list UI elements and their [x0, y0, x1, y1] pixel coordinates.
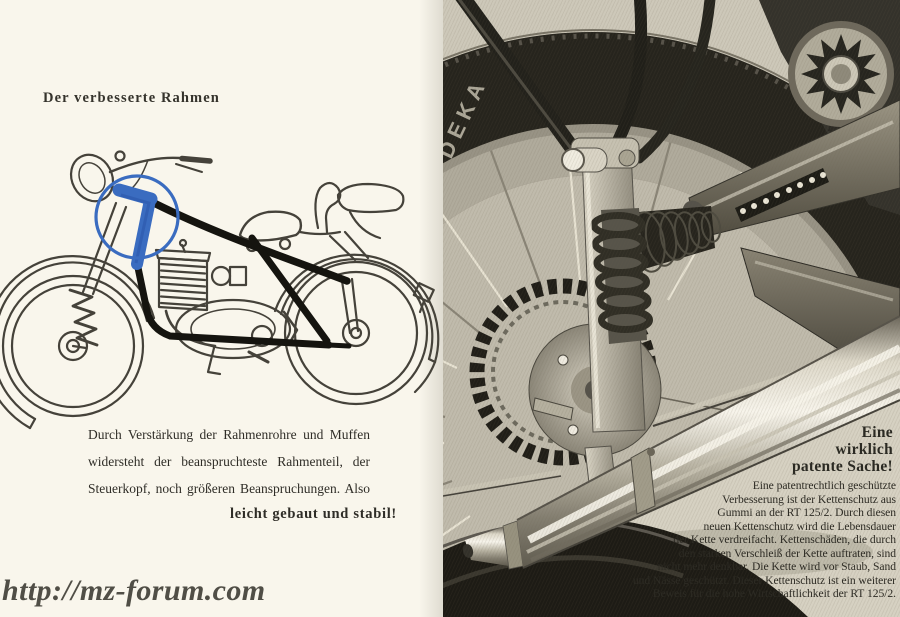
horn	[788, 21, 894, 144]
heading-line: patente Sache!	[791, 458, 893, 475]
highlight-circle	[94, 174, 180, 260]
paragraph-line: Durch Verstärkung der Rahmenrohre und Mu…	[88, 427, 370, 442]
suspension-strut	[561, 137, 653, 433]
front-wheel	[0, 255, 156, 430]
chain-links	[740, 172, 826, 214]
handlebar	[108, 155, 213, 191]
paragraph-line: nicht mehr denkbar. Die Kette wird vor S…	[657, 560, 896, 573]
paragraph-line: Beweis für die hohe Wirtschaftlichkeit d…	[652, 587, 896, 600]
headlamp	[69, 150, 126, 203]
swing-arm-upper	[682, 99, 900, 239]
right-heading: Eine wirklich patente Sache!	[792, 424, 893, 475]
left-paragraph: Durch Verstärkung der Rahmenrohre und Mu…	[88, 421, 370, 503]
chain-guard-bellows	[630, 206, 722, 273]
slogan: leicht gebaut und stabil!	[230, 506, 397, 522]
paragraph-line: Steuerkopf, noch größeren Beanspruchunge…	[88, 481, 370, 497]
paragraph-line: den starken Verschleiß der Kette auftrat…	[678, 546, 896, 560]
page-fold-shadow	[419, 0, 443, 617]
paragraph-line: der Kette verdreifacht. Kettenschäden, d…	[673, 533, 896, 546]
coil-spring	[590, 212, 653, 333]
frame-tubes-photo	[455, 0, 716, 171]
rear-wheel-photograph: DEKA	[443, 0, 900, 617]
front-fork	[68, 201, 128, 350]
exhaust-clamp	[630, 447, 656, 515]
watermark-url: http://mz-forum.com	[2, 574, 266, 607]
paragraph-line: und Nässe geschützt. Dieser Kettenschutz…	[632, 573, 896, 587]
paragraph-line: neuen Kettenschutz wird die Lebensdauer	[703, 519, 897, 533]
paragraph-line: Verbesserung ist der Kettenschutz aus	[722, 492, 896, 506]
rear-wheel	[273, 253, 440, 406]
page-title: Der verbesserte Rahmen	[43, 90, 220, 106]
engine	[154, 238, 299, 376]
left-page: Der verbesserte Rahmen	[0, 0, 443, 617]
motorcycle-frame-drawing	[0, 150, 440, 430]
paragraph-line: Gummi an der RT 125/2. Durch diesen	[717, 506, 896, 519]
paragraph-line: Eine patentrechtlich geschützte	[752, 479, 896, 492]
steering-head-highlight	[94, 174, 180, 270]
paragraph-line: widersteht der beanspruchteste Rahmentei…	[88, 454, 370, 470]
exhaust-silencer	[462, 315, 900, 570]
right-paragraph: Eine patentrechtlich geschützte Verbesse…	[633, 479, 896, 601]
heading-line: Eine	[861, 424, 893, 441]
heading-line: wirklich	[835, 441, 893, 458]
right-page-photo: DEKA	[443, 0, 900, 617]
